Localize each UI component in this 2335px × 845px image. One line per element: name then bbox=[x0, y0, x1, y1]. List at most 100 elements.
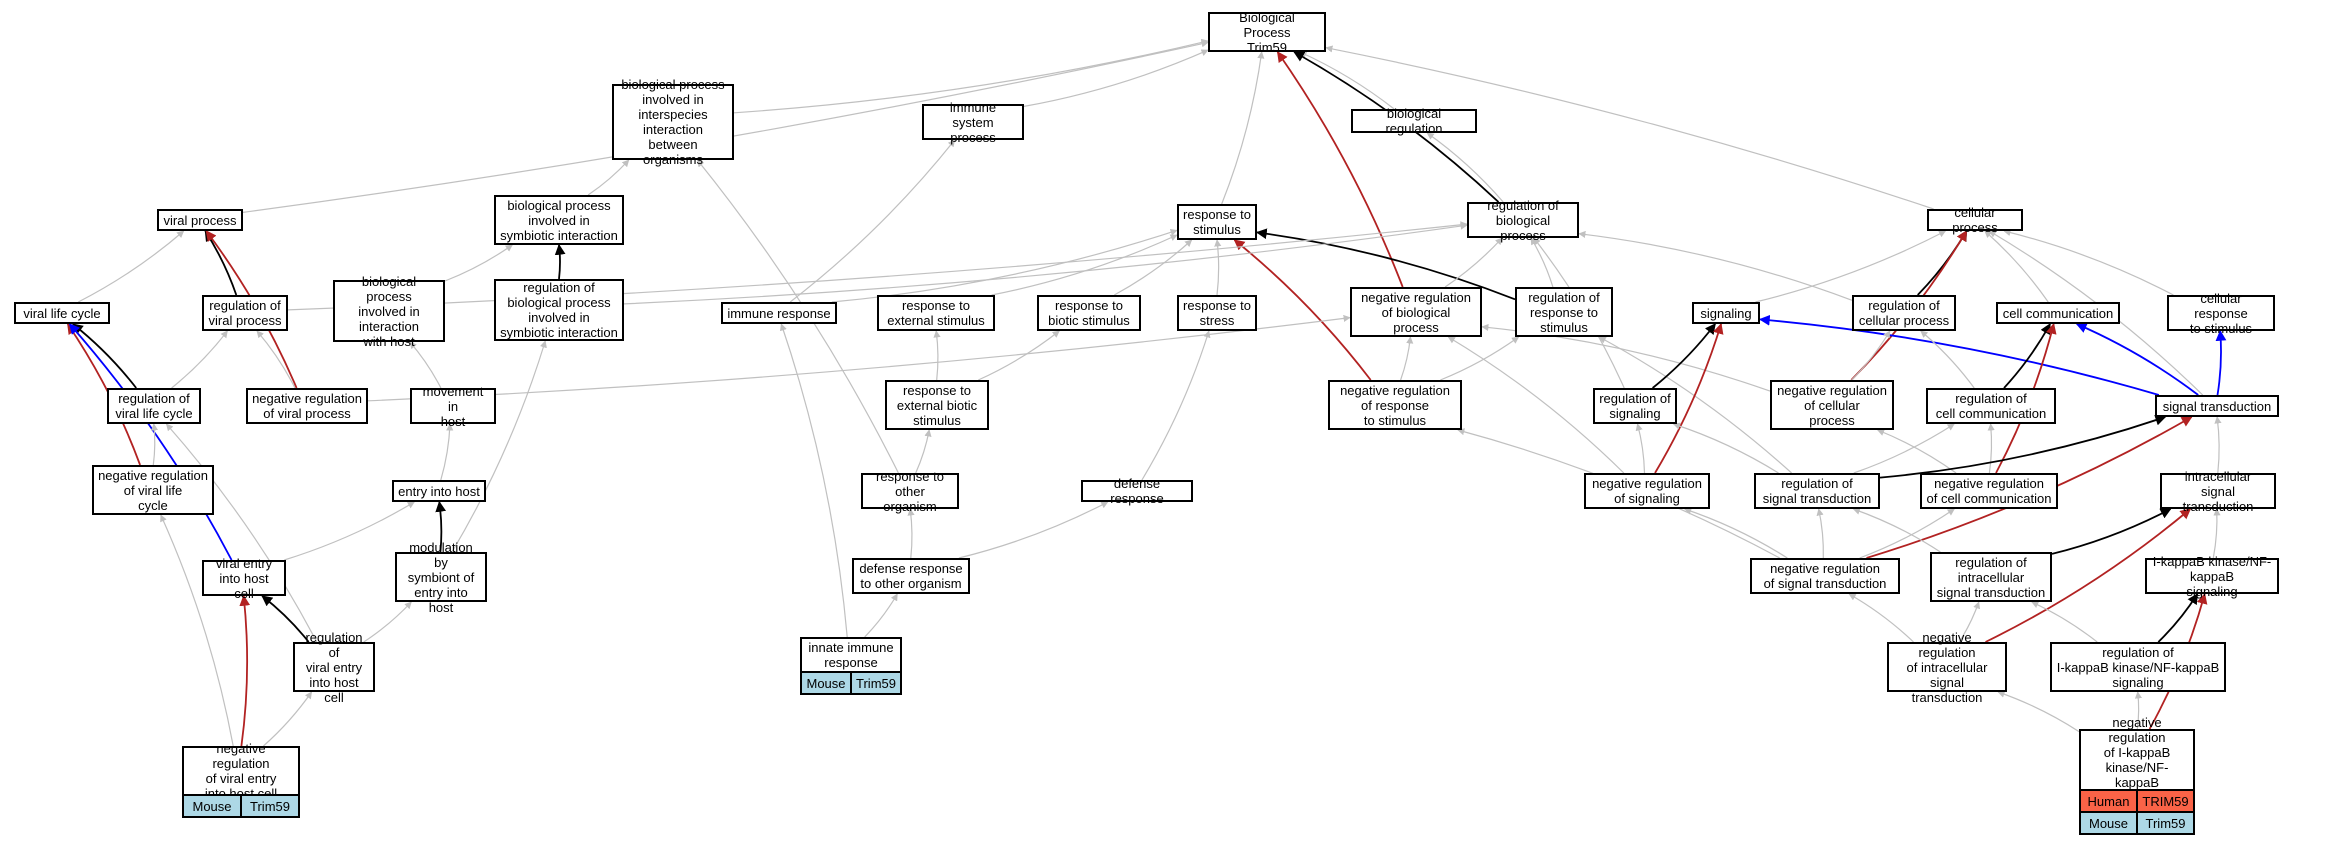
go-term-negregsig[interactable]: negative regulation of signaling bbox=[1584, 473, 1710, 509]
go-term-regsig[interactable]: regulation of signaling bbox=[1593, 388, 1677, 424]
go-term-resporg[interactable]: response to other organism bbox=[861, 469, 959, 514]
edge-negregsig-to-signaling bbox=[1654, 322, 1724, 474]
go-term-ikb[interactable]: I-kappaB kinase/NF-kappaB signaling bbox=[2145, 554, 2279, 599]
go-term-respext[interactable]: response to external stimulus bbox=[877, 295, 995, 331]
edge-regcellcomm-to-regcell bbox=[1920, 330, 1975, 389]
edge-negregikb-to-regikb bbox=[2134, 691, 2143, 730]
edge-cellproc-to-root bbox=[1325, 45, 1934, 210]
gene-cell: Trim59 bbox=[850, 673, 900, 693]
edge-regvp-to-viralproc bbox=[204, 230, 238, 296]
go-term-negregst[interactable]: negative regulation of signal transducti… bbox=[1750, 558, 1900, 594]
go-term-respextbio[interactable]: response to external biotic stimulus bbox=[885, 380, 989, 430]
go-term-bioreg[interactable]: biological regulation bbox=[1351, 106, 1477, 136]
go-term-cellproc[interactable]: cellular process bbox=[1927, 205, 2023, 235]
edge-negregresp-to-regresp bbox=[1440, 336, 1520, 381]
go-term-sigtrans[interactable]: signal transduction bbox=[2155, 395, 2279, 417]
edge-bpinv-to-root bbox=[733, 38, 1209, 114]
edge-regresp-to-regbio bbox=[1530, 237, 1554, 288]
go-term-viralproc[interactable]: viral process bbox=[157, 209, 243, 231]
go-term-root[interactable]: Biological Process Trim59 bbox=[1208, 10, 1326, 55]
edge-signaling-to-cellproc bbox=[1755, 230, 1947, 303]
edge-regikb-to-regintra bbox=[2031, 601, 2098, 643]
edge-respbio-to-resp bbox=[1114, 239, 1193, 296]
go-term-regvp[interactable]: regulation of viral process bbox=[202, 295, 288, 331]
go-term-cellresp[interactable]: cellular response to stimulus bbox=[2167, 291, 2275, 336]
edge-regst-to-sigtrans bbox=[1879, 415, 2167, 479]
go-term-bpinv[interactable]: biological process involved in interspec… bbox=[612, 77, 734, 167]
go-term-signaling[interactable]: signaling bbox=[1692, 302, 1760, 324]
go-term-respbio[interactable]: response to biotic stimulus bbox=[1037, 295, 1141, 331]
edge-immsys-to-root bbox=[1023, 49, 1209, 107]
edge-negregintra-to-negregst bbox=[1848, 593, 1914, 643]
go-term-bpsym[interactable]: biological process involved in symbiotic… bbox=[494, 195, 624, 245]
go-term-viralentry[interactable]: viral entry into host cell bbox=[202, 556, 286, 601]
edge-regventry-to-regvlc bbox=[165, 423, 318, 643]
go-term-regikb[interactable]: regulation of I-kappaB kinase/NF-kappaB … bbox=[2050, 642, 2226, 692]
go-term-resp[interactable]: response to stimulus bbox=[1177, 204, 1257, 240]
go-term-negregcell[interactable]: negative regulation of cellular process bbox=[1770, 380, 1894, 430]
edge-regst-to-regcellcomm bbox=[1853, 423, 1955, 474]
go-term-negregintra[interactable]: negative regulation of intracellular sig… bbox=[1887, 630, 2007, 705]
go-term-regbio[interactable]: regulation of biological process bbox=[1467, 198, 1579, 243]
go-term-regcellcomm[interactable]: regulation of cell communication bbox=[1926, 388, 2056, 424]
edge-regintra-to-regst bbox=[1852, 507, 1941, 553]
go-term-negregikb[interactable]: negative regulation of I-kappaB kinase/N… bbox=[2079, 715, 2195, 805]
go-term-defother[interactable]: defense response to other organism bbox=[852, 558, 970, 594]
go-term-cellcomm[interactable]: cell communication bbox=[1996, 302, 2120, 324]
go-term-entryhost[interactable]: entry into host bbox=[392, 480, 486, 502]
edge-negregresp-to-negregbio bbox=[1400, 336, 1414, 381]
go-term-respstress[interactable]: response to stress bbox=[1177, 295, 1257, 331]
go-term-movhost[interactable]: movement in host bbox=[410, 384, 496, 429]
edge-negregbio-to-regbio bbox=[1444, 237, 1503, 288]
edge-negregventry-to-viralentry bbox=[239, 594, 251, 747]
go-term-bpiwh[interactable]: biological process involved in interacti… bbox=[333, 274, 445, 349]
go-term-regresp[interactable]: regulation of response to stimulus bbox=[1515, 287, 1613, 337]
go-term-negregventry[interactable]: negative regulation of viral entry into … bbox=[182, 741, 300, 801]
go-term-innate[interactable]: innate immune response bbox=[800, 637, 902, 673]
edge-negregbio-to-root bbox=[1276, 51, 1404, 288]
go-term-negregvlc[interactable]: negative regulation of viral life cycle bbox=[92, 465, 214, 515]
edge-innate-to-immresp bbox=[779, 323, 848, 638]
go-term-regintra[interactable]: regulation of intracellular signal trans… bbox=[1930, 552, 2052, 602]
go-term-modsym[interactable]: modulation by symbiont of entry into hos… bbox=[395, 540, 487, 615]
edge-innate-to-defother bbox=[864, 593, 898, 638]
edge-negregst-to-negregcc bbox=[1859, 508, 1955, 559]
go-term-regbpsym[interactable]: regulation of biological process involve… bbox=[494, 279, 624, 341]
go-term-negregbio[interactable]: negative regulation of biological proces… bbox=[1350, 287, 1482, 337]
go-term-vlc[interactable]: viral life cycle bbox=[14, 302, 110, 324]
edge-regst-to-regresp bbox=[1598, 336, 1793, 474]
go-term-immresp[interactable]: immune response bbox=[721, 302, 837, 324]
edge-regcellcomm-to-cellcomm bbox=[2003, 323, 2051, 389]
go-term-immsys[interactable]: immune system process bbox=[922, 100, 1024, 145]
edge-regst-to-regsig bbox=[1672, 422, 1779, 474]
edge-regbio-to-bioreg bbox=[1426, 132, 1504, 203]
go-term-regcell[interactable]: regulation of cellular process bbox=[1852, 295, 1956, 331]
edge-regvlc-to-regvp bbox=[171, 330, 228, 389]
go-term-regventry[interactable]: regulation of viral entry into host cell bbox=[293, 630, 375, 705]
go-term-defresp[interactable]: defense response bbox=[1081, 476, 1193, 506]
edge-entryhost-to-movhost bbox=[440, 423, 454, 481]
edge-negregventry-to-regventry bbox=[263, 691, 313, 747]
edge-negregvlc-to-regvlc bbox=[150, 423, 159, 466]
edge-respextbio-to-respbio bbox=[978, 330, 1060, 381]
edge-resporg-to-respextbio bbox=[915, 429, 932, 474]
edge-defother-to-resporg bbox=[907, 508, 915, 559]
edge-negregsig-to-negregbio bbox=[1447, 336, 1625, 474]
go-term-negregcc[interactable]: negative regulation of cell communicatio… bbox=[1920, 473, 2058, 509]
edge-ikb-to-intrasig bbox=[2212, 508, 2221, 559]
edge-negregcc-to-negregcell bbox=[1876, 429, 1957, 474]
go-term-negregvp[interactable]: negative regulation of viral process bbox=[246, 388, 368, 424]
go-term-negregresp[interactable]: negative regulation of response to stimu… bbox=[1328, 380, 1462, 430]
edge-sigtrans-to-cellcomm bbox=[2075, 322, 2199, 396]
edge-viralentry-to-entryhost bbox=[284, 501, 415, 561]
go-term-regvlc[interactable]: regulation of viral life cycle bbox=[107, 388, 201, 424]
edge-intrasig-to-sigtrans bbox=[2214, 416, 2222, 474]
edge-regbpsym-to-regbio bbox=[623, 222, 1468, 305]
go-term-intrasig[interactable]: intracellular signal transduction bbox=[2160, 469, 2276, 514]
species-cell: Human bbox=[2087, 793, 2130, 809]
go-term-regst[interactable]: regulation of signal transduction bbox=[1754, 473, 1880, 509]
